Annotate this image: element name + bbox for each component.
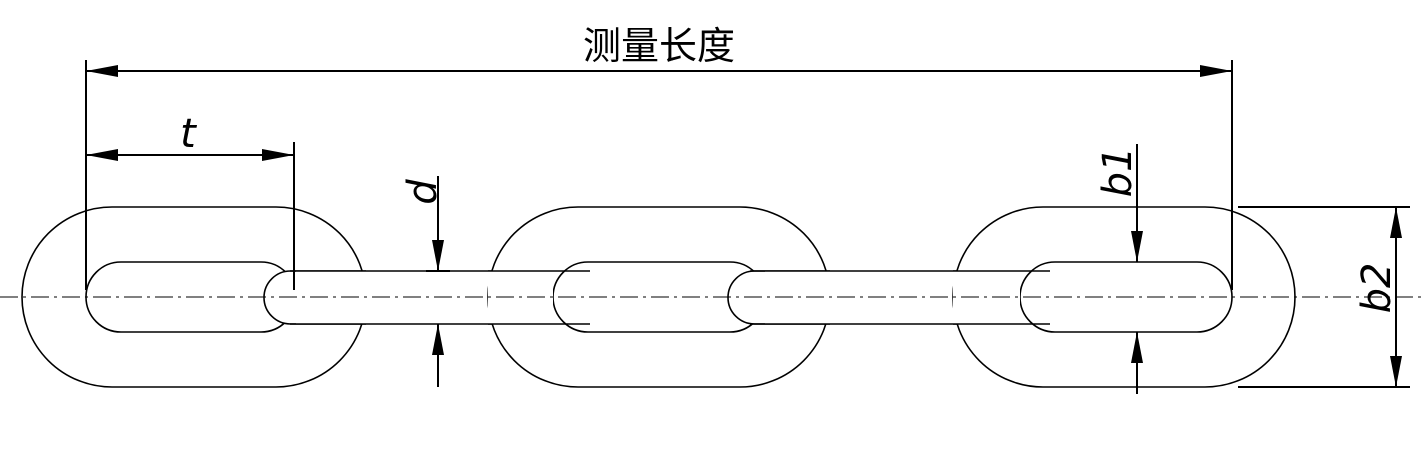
arrowhead-down <box>1390 356 1402 387</box>
measure-length-dimension: 测量长度 <box>85 24 1233 290</box>
measure-length-label: 测量长度 <box>583 24 735 68</box>
diameter-label: d <box>400 179 446 205</box>
arrowhead-down <box>432 240 444 271</box>
link-overlap-left <box>290 270 590 325</box>
link-overlap-right <box>750 270 1050 325</box>
arrowhead-right <box>1200 65 1232 77</box>
arrowhead-left <box>86 65 118 77</box>
outer-width-dimension: b2 <box>1238 206 1410 388</box>
arrowhead-right <box>262 149 294 161</box>
pitch-dimension: t <box>86 111 295 290</box>
inner-width-label: b1 <box>1095 147 1141 198</box>
inner-width-dimension: b1 <box>1095 144 1143 394</box>
arrowhead-up <box>1131 332 1143 363</box>
arrowhead-up <box>432 324 444 355</box>
arrowhead-left <box>86 149 118 161</box>
diameter-dimension: d <box>400 176 450 387</box>
pitch-label: t <box>180 111 197 157</box>
outer-width-label: b2 <box>1354 263 1400 314</box>
arrowhead-up <box>1390 207 1402 238</box>
arrowhead-down <box>1131 231 1143 262</box>
